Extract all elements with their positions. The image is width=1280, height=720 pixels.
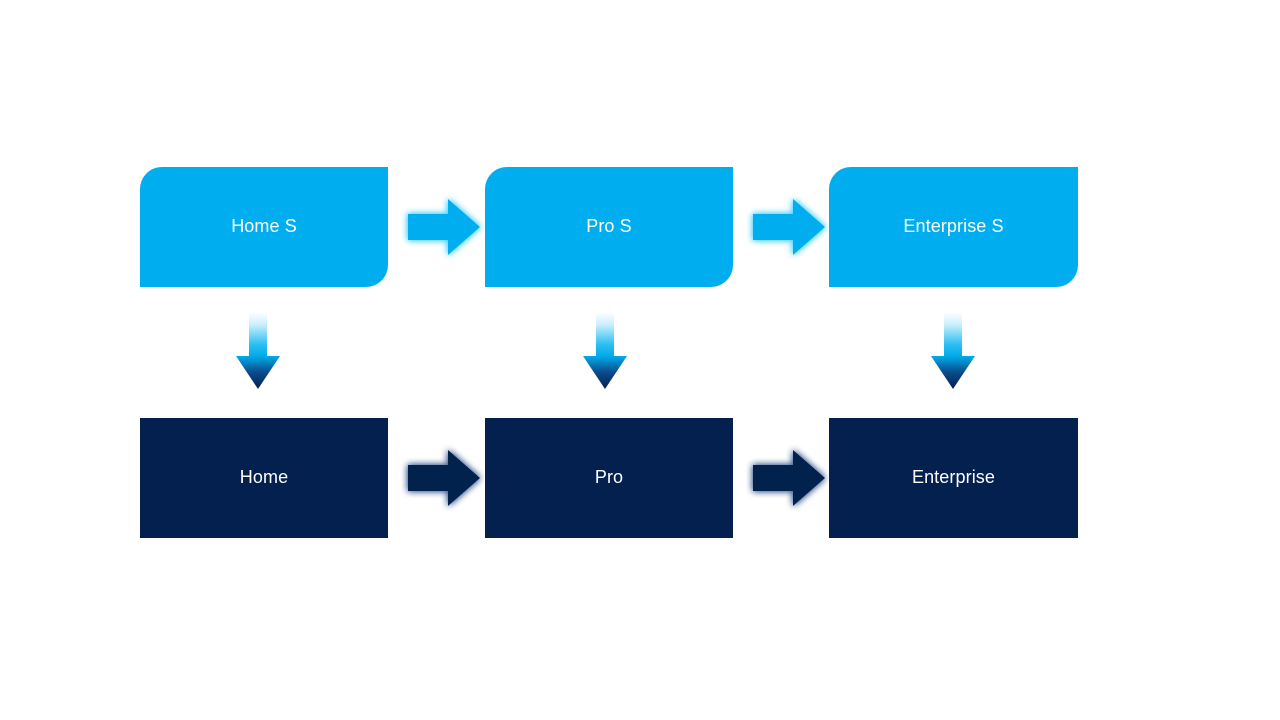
node-enterprise[interactable]: Enterprise — [829, 418, 1078, 538]
arrow-down-icon — [583, 312, 627, 389]
node-home-label: Home — [239, 467, 289, 488]
node-home-s-label: Home S — [231, 216, 297, 237]
arrow-home-to-pro — [408, 447, 480, 509]
node-enterprise-label: Enterprise — [911, 467, 996, 488]
arrow-down-icon — [931, 312, 975, 389]
arrow-right-icon — [753, 199, 825, 255]
node-home[interactable]: Home — [140, 418, 388, 538]
node-pro[interactable]: Pro — [485, 418, 733, 538]
node-pro-s[interactable]: Pro S — [485, 167, 733, 287]
arrow-right-icon — [753, 450, 825, 506]
node-pro-label: Pro — [594, 467, 624, 488]
arrow-pro-to-enterprise — [753, 447, 825, 509]
node-enterprise-s[interactable]: Enterprise S — [829, 167, 1078, 287]
arrow-enterprise-s-to-enterprise — [930, 312, 976, 390]
arrow-right-icon — [408, 450, 480, 506]
arrow-down-icon — [236, 312, 280, 389]
arrow-pro-s-to-enterprise-s — [753, 196, 825, 258]
arrow-pro-s-to-pro — [582, 312, 628, 390]
arrow-right-icon — [408, 199, 480, 255]
arrow-home-s-to-pro-s — [408, 196, 480, 258]
arrow-home-s-to-home — [235, 312, 281, 390]
node-home-s[interactable]: Home S — [140, 167, 388, 287]
node-pro-s-label: Pro S — [586, 216, 632, 237]
node-enterprise-s-label: Enterprise S — [903, 216, 1004, 237]
